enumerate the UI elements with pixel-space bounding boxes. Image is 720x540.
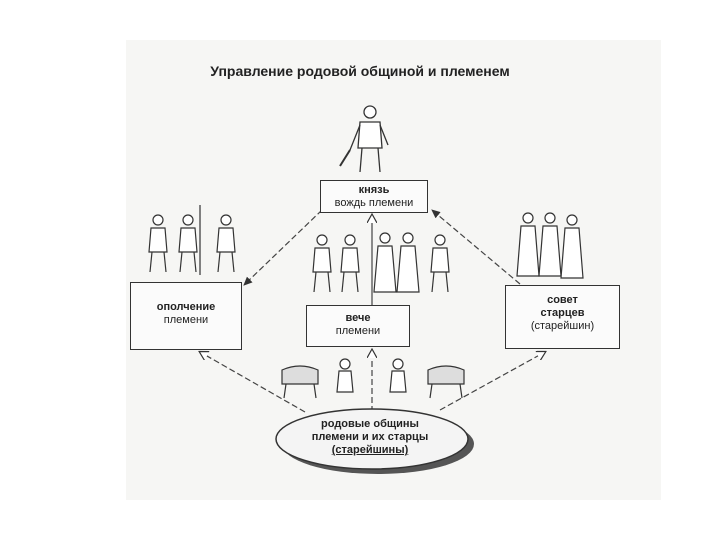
line-prince-to-militia	[244, 210, 322, 285]
ploughing-figures	[282, 359, 464, 398]
militia-name: ополчение	[131, 301, 241, 314]
veche-box: вече племени	[306, 305, 410, 347]
line-elders-to-prince	[432, 210, 520, 284]
elders-box: совет старцев (старейшин)	[505, 285, 620, 349]
communities-line2: племени и их старцы	[300, 431, 440, 444]
elders-line2: старцев	[506, 307, 619, 320]
veche-name: вече	[307, 312, 409, 325]
communities-line3: (старейшины)	[300, 444, 440, 457]
prince-name: князь	[321, 184, 427, 197]
elders-desc: (старейшин)	[506, 320, 619, 333]
communities-line1: родовые общины	[300, 418, 440, 431]
elders-figures	[517, 213, 583, 278]
veche-desc: племени	[307, 325, 409, 338]
elders-name: совет	[506, 294, 619, 307]
militia-figures	[149, 205, 235, 275]
militia-box: ополчение племени	[130, 282, 242, 350]
prince-desc: вождь племени	[321, 197, 427, 210]
communities-label: родовые общины племени и их старцы (стар…	[300, 418, 440, 457]
prince-figure	[340, 106, 388, 172]
militia-desc: племени	[131, 314, 241, 327]
prince-box: князь вождь племени	[320, 180, 428, 213]
veche-figures	[313, 233, 449, 292]
